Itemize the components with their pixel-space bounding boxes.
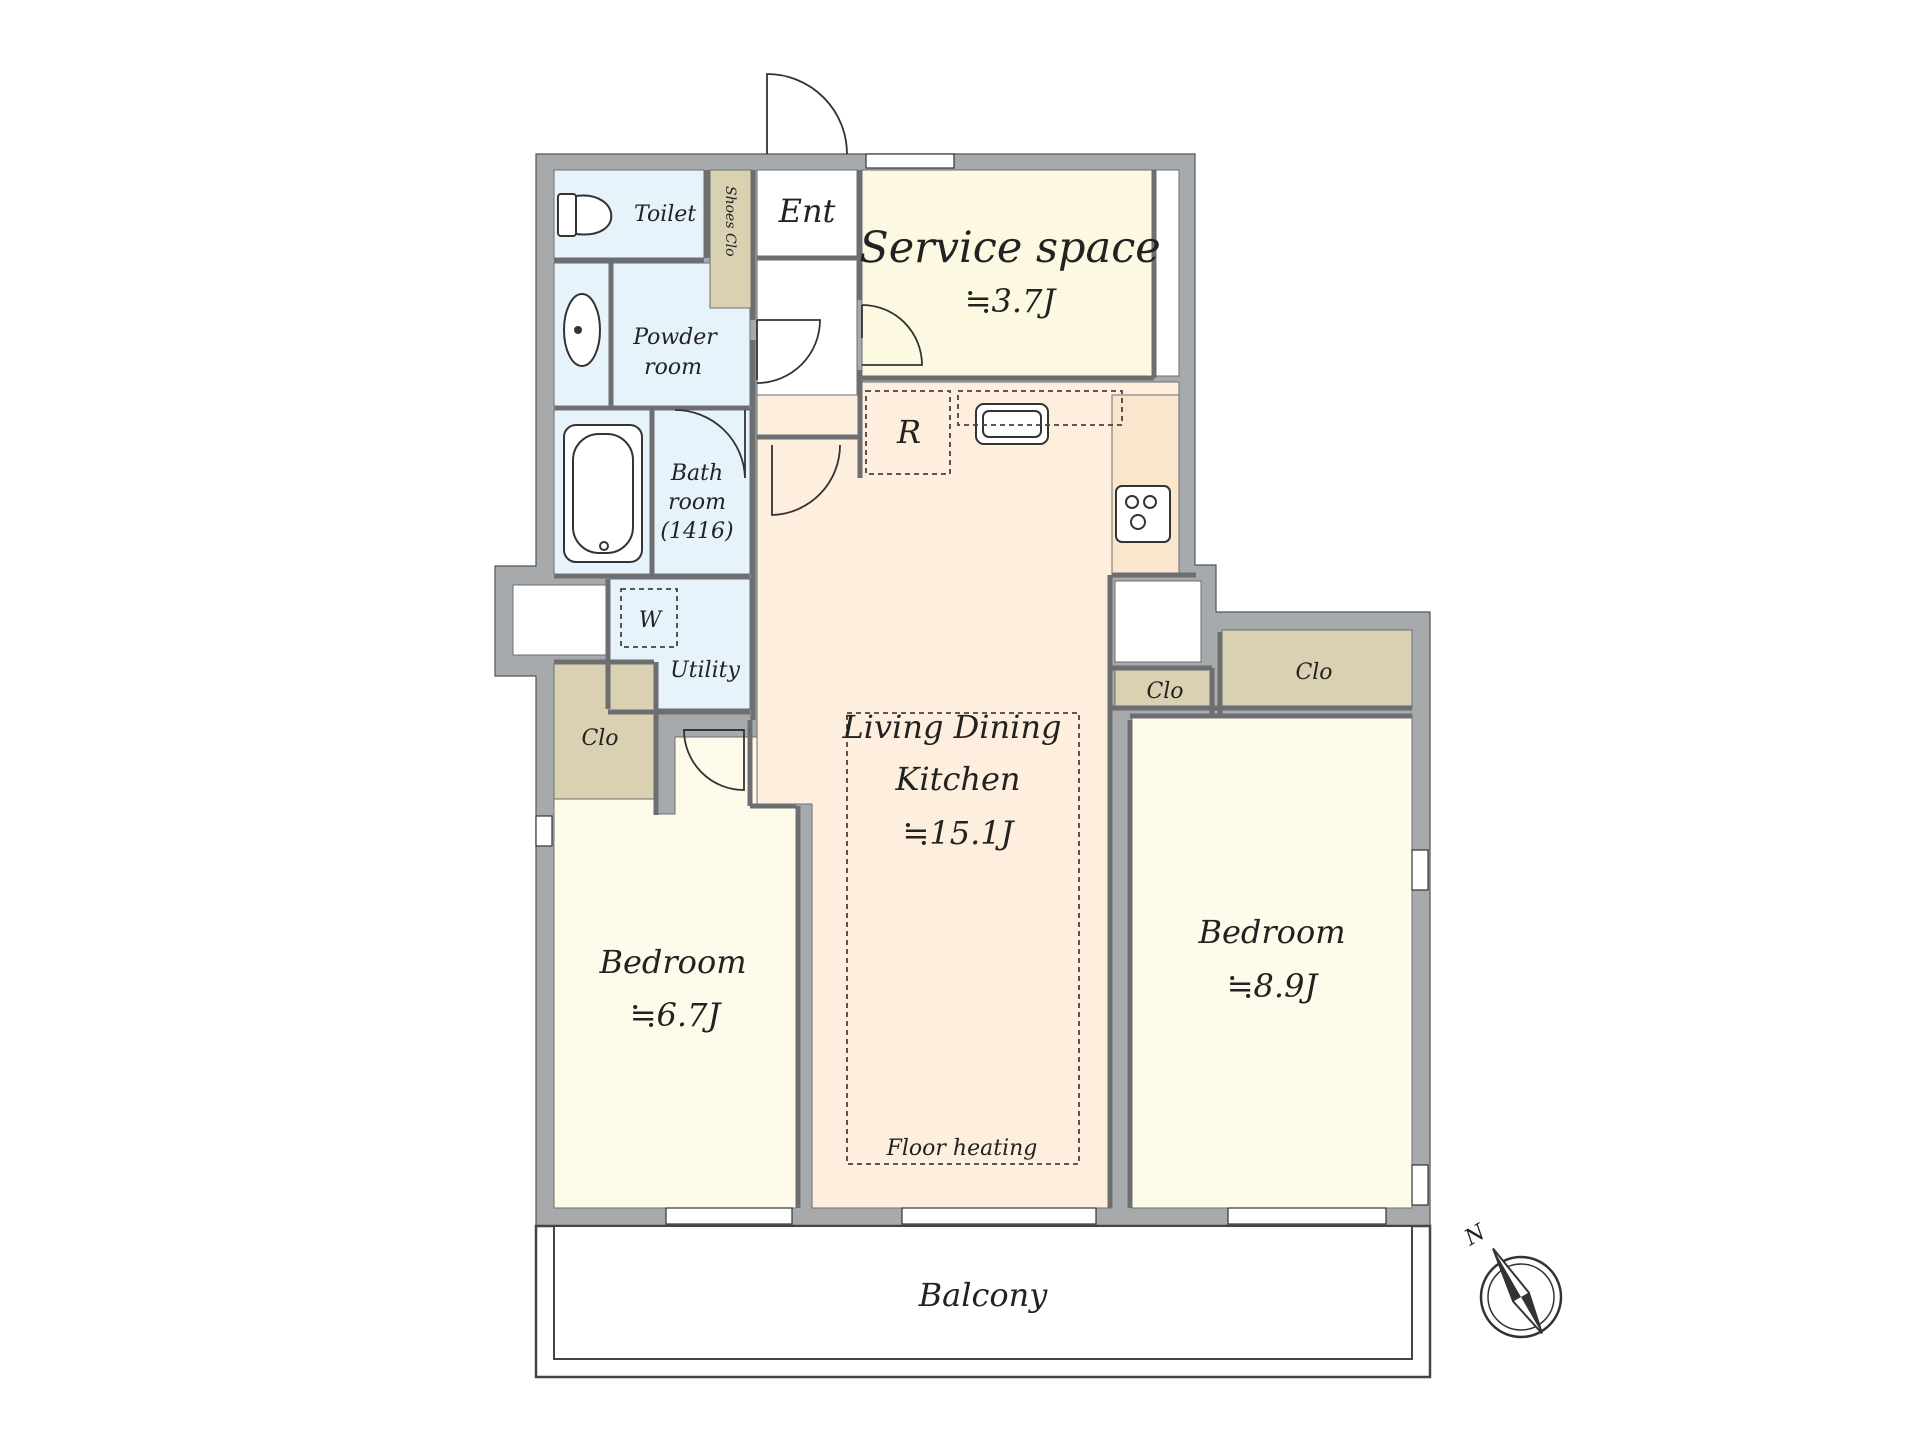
bedroom-left-name: Bedroom — [598, 943, 746, 981]
refrigerator-dashed — [865, 390, 951, 475]
balcony-inner — [553, 1225, 1413, 1360]
service-space-strip — [1153, 169, 1180, 377]
powder-door — [756, 319, 821, 384]
bath-room-label-3: (1416) — [660, 519, 733, 544]
labels: Toilet Shoes Clo Ent Service space ≒3.7J… — [581, 186, 1345, 1314]
bedroom-left-door — [683, 729, 745, 791]
doors — [674, 73, 923, 791]
right-bedroom-area — [1131, 715, 1413, 1209]
balcony-label: Balcony — [918, 1276, 1049, 1314]
windows — [535, 153, 1429, 1225]
refrigerator-label: R — [896, 413, 921, 451]
floor-heating-label: Floor heating — [886, 1136, 1038, 1161]
shoes-closet-area — [709, 169, 753, 309]
bedroom-right-area: ≒8.9J — [1227, 967, 1320, 1005]
living-door — [771, 444, 841, 516]
interior-walls — [554, 170, 1412, 1208]
stove-icon — [1115, 485, 1171, 543]
left-closet-area — [553, 663, 655, 800]
shoes-closet-label: Shoes Clo — [722, 186, 738, 257]
ldk-label-2: Kitchen — [894, 760, 1020, 798]
bath-room-label-2: room — [668, 490, 726, 515]
washer-dashed — [620, 588, 678, 648]
small-closet-area — [1114, 669, 1211, 707]
service-space-area — [861, 169, 1155, 377]
closet-small-label: Clo — [1146, 679, 1183, 704]
bath-room-label-1: Bath — [670, 461, 723, 486]
washer-label: W — [639, 608, 664, 633]
left-window-nook — [512, 584, 610, 656]
toilet-fixture-icon — [557, 193, 613, 237]
toilet-area — [553, 169, 705, 259]
closet-left-label: Clo — [581, 726, 618, 751]
kitchen-counter-dashed — [957, 390, 1123, 426]
entrance-door — [766, 73, 848, 155]
entrance-label: Ent — [778, 192, 836, 230]
utility-label: Utility — [670, 658, 740, 683]
sink-icon — [563, 293, 601, 367]
powder-room-label-2: room — [644, 355, 702, 380]
north-arrow-icon: N — [1460, 1219, 1563, 1339]
service-space-area: ≒3.7J — [965, 282, 1058, 320]
north-label: N — [1460, 1219, 1491, 1251]
toilet-label: Toilet — [634, 202, 696, 227]
service-door — [861, 304, 923, 366]
right-window-nook — [1114, 580, 1202, 663]
kitchen-sink-icon — [975, 403, 1049, 445]
fixtures — [557, 193, 1171, 1165]
kitchen-counter-area — [1111, 394, 1180, 574]
bedroom-left-area: ≒6.7J — [630, 996, 723, 1034]
service-space-name: Service space — [859, 223, 1160, 273]
closet-right-label: Clo — [1295, 660, 1332, 685]
bath-door — [674, 409, 746, 479]
bedroom-right-name: Bedroom — [1197, 913, 1345, 951]
bathtub-icon — [563, 424, 643, 563]
powder-room-label-1: Powder — [632, 325, 718, 350]
ldk-label-1: Living Dining — [842, 708, 1062, 746]
ldk-area: ≒15.1J — [903, 814, 1016, 852]
